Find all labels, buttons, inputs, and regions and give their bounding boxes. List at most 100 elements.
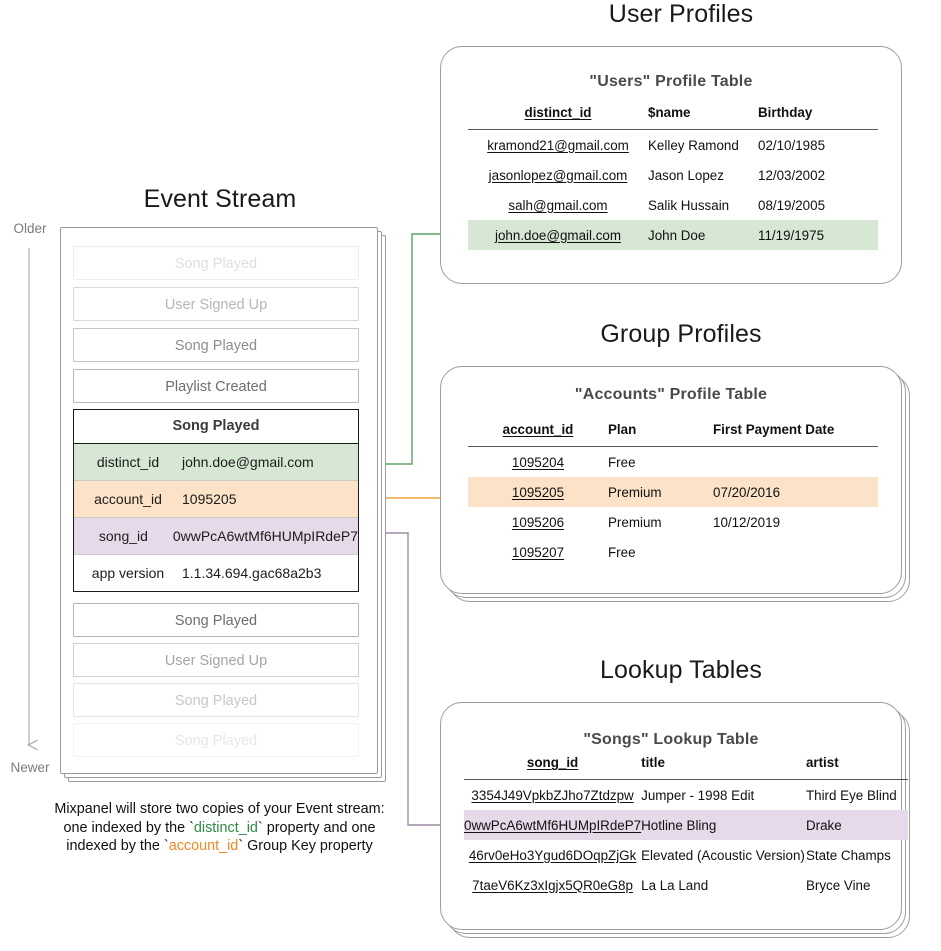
event-property-key: account_id [94, 491, 162, 507]
cell-first-payment-date [713, 537, 878, 567]
accounts-profile-table: account_id Plan First Payment Date 10952… [468, 422, 878, 567]
cell-song-id: 46rv0eHo3Ygud6DOqpZjGk [468, 847, 637, 863]
caption-line-2-prefix: one indexed by the ` [63, 819, 194, 836]
cell-first-payment-date: 07/20/2016 [713, 477, 878, 507]
event-property-value: 1.1.34.694.gac68a2b3 [182, 565, 322, 581]
event-property-value: john.doe@gmail.com [182, 454, 314, 470]
cell-artist: Drake [805, 810, 908, 840]
cell-first-payment-date [713, 447, 878, 478]
songs-lookup-table: song_id title artist 3354J49VpkbZJho7Ztd… [464, 755, 908, 900]
cell-song-id: 0wwPcA6wtMf6HUMpIRdeP7 [464, 810, 642, 840]
cell-account-id: 1095206 [511, 514, 565, 530]
cell-distinct-id: jasonlopez@gmail.com [488, 167, 628, 183]
cell-title: Hotline Bling [641, 810, 806, 840]
cell-birthday: 11/19/1975 [758, 220, 878, 250]
event-row[interactable]: User Signed Up [73, 643, 359, 677]
cell-name: Kelley Ramond [648, 137, 739, 153]
event-row[interactable]: Song Played [73, 328, 359, 362]
caption-distinct-id-token: distinct_id [193, 819, 258, 836]
table-row[interactable]: 46rv0eHo3Ygud6DOqpZjGk Elevated (Acousti… [464, 840, 908, 870]
column-header-song-id: song_id [526, 755, 579, 770]
table-row[interactable]: salh@gmail.com Salik Hussain 08/19/2005 [468, 190, 878, 220]
caption-line-1: Mixpanel will store two copies of your E… [54, 801, 385, 817]
cell-title: Jumper - 1998 Edit [641, 787, 755, 803]
cell-birthday: 02/10/1985 [758, 137, 826, 153]
event-row[interactable]: Song Played [73, 723, 359, 757]
table-row[interactable]: 1095206 Premium 10/12/2019 [468, 507, 878, 537]
caption-line-2: one indexed by the `distinct_id` propert… [32, 819, 407, 838]
column-header-artist: artist [805, 755, 839, 770]
cell-plan: Free [608, 454, 636, 470]
cell-artist: Bryce Vine [805, 877, 871, 893]
user-profiles-title: User Profiles [608, 0, 754, 28]
event-property-distinct-id: distinct_id john.doe@gmail.com [74, 444, 358, 481]
cell-account-id: 1095205 [468, 477, 608, 507]
event-row[interactable]: Playlist Created [73, 369, 359, 403]
cell-distinct-id: salh@gmail.com [508, 197, 608, 213]
songs-table-title: "Songs" Lookup Table [583, 731, 759, 748]
column-header-title: title [641, 755, 665, 770]
event-row[interactable]: Song Played [73, 246, 359, 280]
cell-birthday: 12/03/2002 [758, 167, 826, 183]
cell-plan: Free [608, 544, 636, 560]
table-header-row: distinct_id $name Birthday [468, 105, 878, 130]
event-property-value: 1095205 [182, 491, 237, 507]
column-header-plan: Plan [608, 422, 637, 437]
users-table-title: "Users" Profile Table [589, 73, 753, 90]
table-row[interactable]: 3354J49VpkbZJho7Ztdzpw Jumper - 1998 Edi… [464, 780, 908, 811]
cell-name: John Doe [648, 220, 758, 250]
timeline-older-label: Older [13, 221, 47, 236]
cell-account-id: 1095207 [511, 544, 565, 560]
column-header-birthday: Birthday [758, 105, 813, 120]
table-row[interactable]: jasonlopez@gmail.com Jason Lopez 12/03/2… [468, 160, 878, 190]
expanded-event-card[interactable]: Song Played distinct_id john.doe@gmail.c… [73, 409, 359, 592]
event-property-account-id: account_id 1095205 [74, 481, 358, 518]
cell-artist: State Champs [805, 847, 891, 863]
lookup-tables-title: Lookup Tables [599, 656, 763, 684]
table-header-row: account_id Plan First Payment Date [468, 422, 878, 447]
users-profile-table: distinct_id $name Birthday kramond21@gma… [468, 105, 878, 250]
column-header-first-payment-date: First Payment Date [713, 422, 835, 437]
table-row[interactable]: kramond21@gmail.com Kelley Ramond 02/10/… [468, 130, 878, 161]
event-stream-caption: Mixpanel will store two copies of your E… [32, 800, 407, 856]
cell-distinct-id: kramond21@gmail.com [487, 137, 629, 153]
caption-line-3: indexed by the `account_id` Group Key pr… [32, 837, 407, 856]
cell-first-payment-date: 10/12/2019 [713, 514, 781, 530]
event-property-key: app version [91, 565, 165, 581]
caption-line-2-suffix: ` property and one [257, 819, 376, 836]
cell-plan: Premium [608, 514, 662, 530]
table-row[interactable]: 1095207 Free [468, 537, 878, 567]
cell-plan: Premium [608, 477, 713, 507]
event-row[interactable]: Song Played [73, 603, 359, 637]
expanded-event-name: Song Played [74, 410, 358, 444]
cell-distinct-id: john.doe@gmail.com [468, 220, 648, 250]
cell-artist: Third Eye Blind [805, 787, 897, 803]
event-property-value: 0wwPcA6wtMf6HUMpIRdeP7 [172, 528, 358, 544]
cell-song-id: 7taeV6Kz3xIgjx5QR0eG8p [472, 877, 633, 893]
event-property-key: distinct_id [96, 454, 160, 470]
table-row-highlighted[interactable]: 0wwPcA6wtMf6HUMpIRdeP7 Hotline Bling Dra… [464, 810, 908, 840]
event-row[interactable]: Song Played [73, 683, 359, 717]
caption-line-3-suffix: ` Group Key property [238, 838, 373, 854]
column-header-distinct-id: distinct_id [524, 105, 592, 120]
group-profiles-title: Group Profiles [600, 320, 762, 348]
table-row[interactable]: 1095204 Free [468, 447, 878, 478]
accounts-table-title: "Accounts" Profile Table [574, 386, 768, 403]
event-row[interactable]: User Signed Up [73, 287, 359, 321]
event-property-key: song_id [98, 528, 148, 544]
cell-name: Salik Hussain [648, 197, 730, 213]
cell-title: La La Land [641, 877, 709, 893]
table-row[interactable]: 7taeV6Kz3xIgjx5QR0eG8p La La Land Bryce … [464, 870, 908, 900]
column-header-account-id: account_id [502, 422, 574, 437]
timeline-newer-label: Newer [10, 760, 50, 775]
cell-account-id: 1095204 [511, 454, 565, 470]
cell-title: Elevated (Acoustic Version) [641, 847, 805, 863]
caption-account-id-token: account_id [168, 838, 239, 854]
cell-birthday: 08/19/2005 [758, 197, 826, 213]
table-row-highlighted[interactable]: john.doe@gmail.com John Doe 11/19/1975 [468, 220, 878, 250]
table-row-highlighted[interactable]: 1095205 Premium 07/20/2016 [468, 477, 878, 507]
cell-name: Jason Lopez [648, 167, 724, 183]
table-header-row: song_id title artist [464, 755, 908, 780]
event-property-app-version: app version 1.1.34.694.gac68a2b3 [74, 555, 358, 591]
caption-line-3-prefix: indexed by the ` [66, 838, 169, 854]
